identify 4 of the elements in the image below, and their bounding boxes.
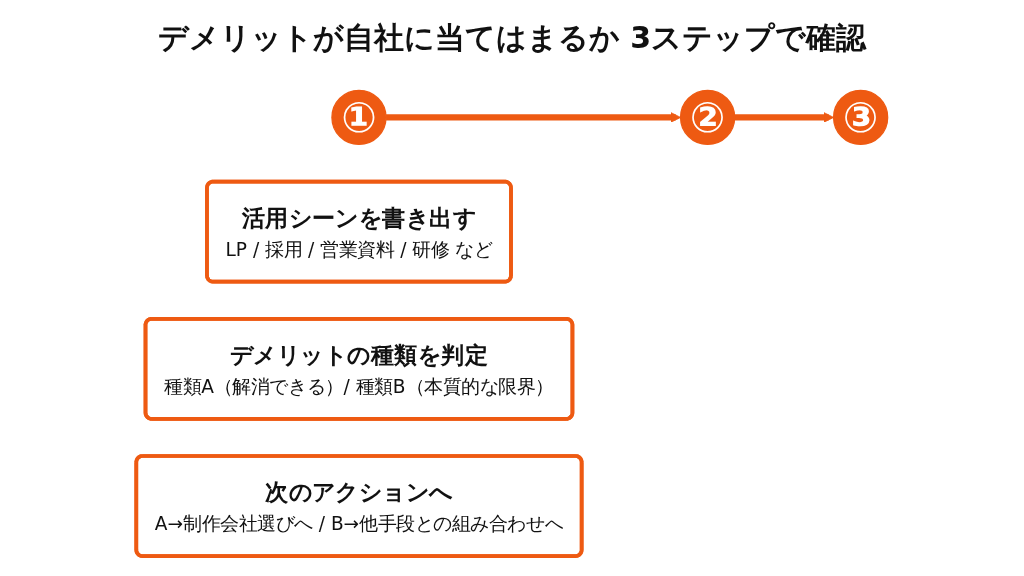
node-circle: ② bbox=[679, 89, 736, 145]
node-circle: ① bbox=[331, 89, 387, 145]
node-circle: ③ bbox=[832, 89, 889, 145]
title: デメリットが自社に当てはまるか 3ステップで確認 bbox=[157, 19, 867, 57]
